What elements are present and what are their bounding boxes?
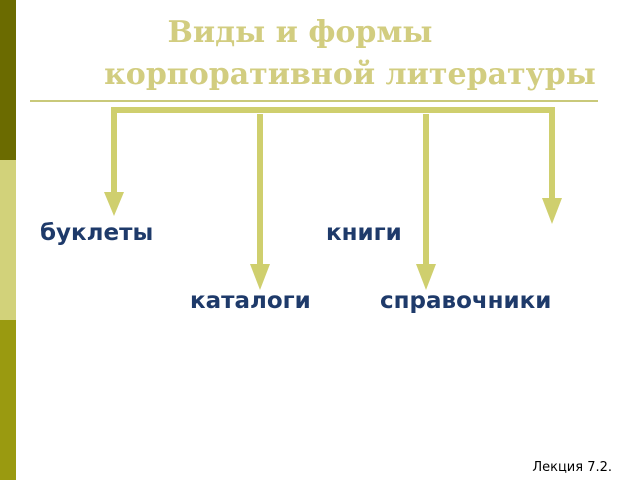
label-booklets: буклеты (40, 220, 154, 246)
arrow-head-booklets (104, 192, 124, 216)
sidebar-band-middle (0, 160, 16, 320)
sidebar-band-top (0, 0, 16, 160)
label-books: книги (326, 220, 402, 246)
title-underline (30, 100, 598, 102)
arrow-head-books (542, 198, 562, 224)
sidebar-decoration (0, 0, 16, 480)
label-catalogs: каталоги (190, 288, 311, 314)
title-line-2: корпоративной литературы (104, 57, 596, 92)
label-reference: справочники (380, 288, 552, 314)
connector-bar (111, 107, 555, 200)
lecture-footer: Лекция 7.2. (532, 460, 612, 475)
arrow-head-catalogs (250, 264, 270, 290)
title-line-1: Виды и формы (167, 15, 433, 50)
sidebar-band-bottom (0, 320, 16, 480)
arrow-head-reference (416, 264, 436, 290)
slide-title: Виды и формы корпоративной литературы (60, 12, 620, 96)
